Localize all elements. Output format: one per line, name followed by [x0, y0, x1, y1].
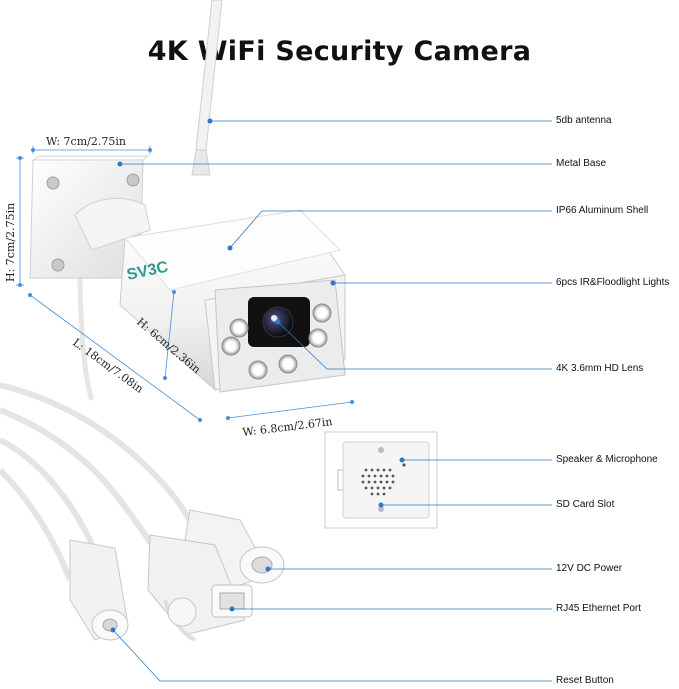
- dimension-front-width: W: 6.8cm/2.67in: [242, 415, 333, 439]
- callout-shell: IP66 Aluminum Shell: [556, 205, 649, 216]
- antenna-graphic: [191, 0, 223, 176]
- reset-connector-graphic: [69, 539, 129, 641]
- dimension-base-height: H: 7cm/2.75in: [4, 203, 17, 282]
- callout-dc-power: 12V DC Power: [556, 563, 623, 574]
- callout-reset: Reset Button: [556, 675, 614, 686]
- callout-metal-base: Metal Base: [556, 158, 607, 169]
- callout-speaker-mic: Speaker & Microphone: [556, 454, 658, 465]
- base-cable: [77, 269, 95, 401]
- callout-dots: [110, 118, 405, 633]
- bottom-panel-inset: [324, 431, 438, 529]
- callout-antenna: 5db antenna: [556, 115, 612, 126]
- callout-ethernet: RJ45 Ethernet Port: [556, 603, 642, 614]
- camera-body-graphic: [119, 209, 346, 393]
- callout-lights: 6pcs IR&Floodlight Lights: [556, 277, 670, 288]
- callout-lens: 4K 3.6mm HD Lens: [556, 363, 644, 374]
- ethernet-connector-graphic: [147, 534, 253, 642]
- dimension-base-width: W: 7cm/2.75in: [46, 135, 126, 148]
- dimension-body-length: L: 18cm/7.08in: [70, 336, 146, 396]
- dimension-lines: [16, 146, 353, 421]
- callout-lines: [112, 120, 552, 682]
- callout-sd-slot: SD Card Slot: [556, 499, 615, 510]
